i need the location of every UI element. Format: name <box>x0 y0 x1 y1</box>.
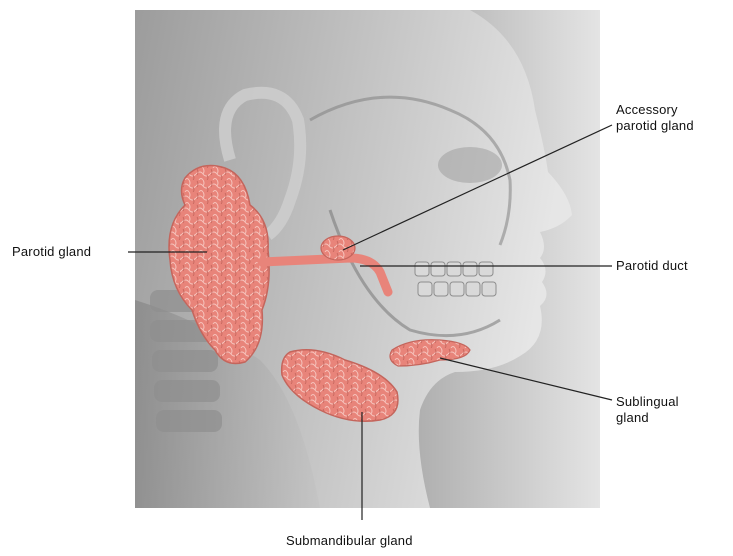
label-submandibular-gland: Submandibular gland <box>286 533 413 549</box>
label-accessory-line2: parotid gland <box>616 118 694 134</box>
label-sublingual-line1: Sublingual <box>616 394 679 410</box>
label-sublingual-line2: gland <box>616 410 679 426</box>
label-sublingual-gland: Sublingual gland <box>616 394 679 426</box>
accessory-parotid-gland <box>321 236 355 260</box>
label-accessory-line1: Accessory <box>616 102 694 118</box>
label-parotid-duct: Parotid duct <box>616 258 688 274</box>
label-accessory-parotid-gland: Accessory parotid gland <box>616 102 694 134</box>
label-parotid-gland: Parotid gland <box>12 244 91 260</box>
